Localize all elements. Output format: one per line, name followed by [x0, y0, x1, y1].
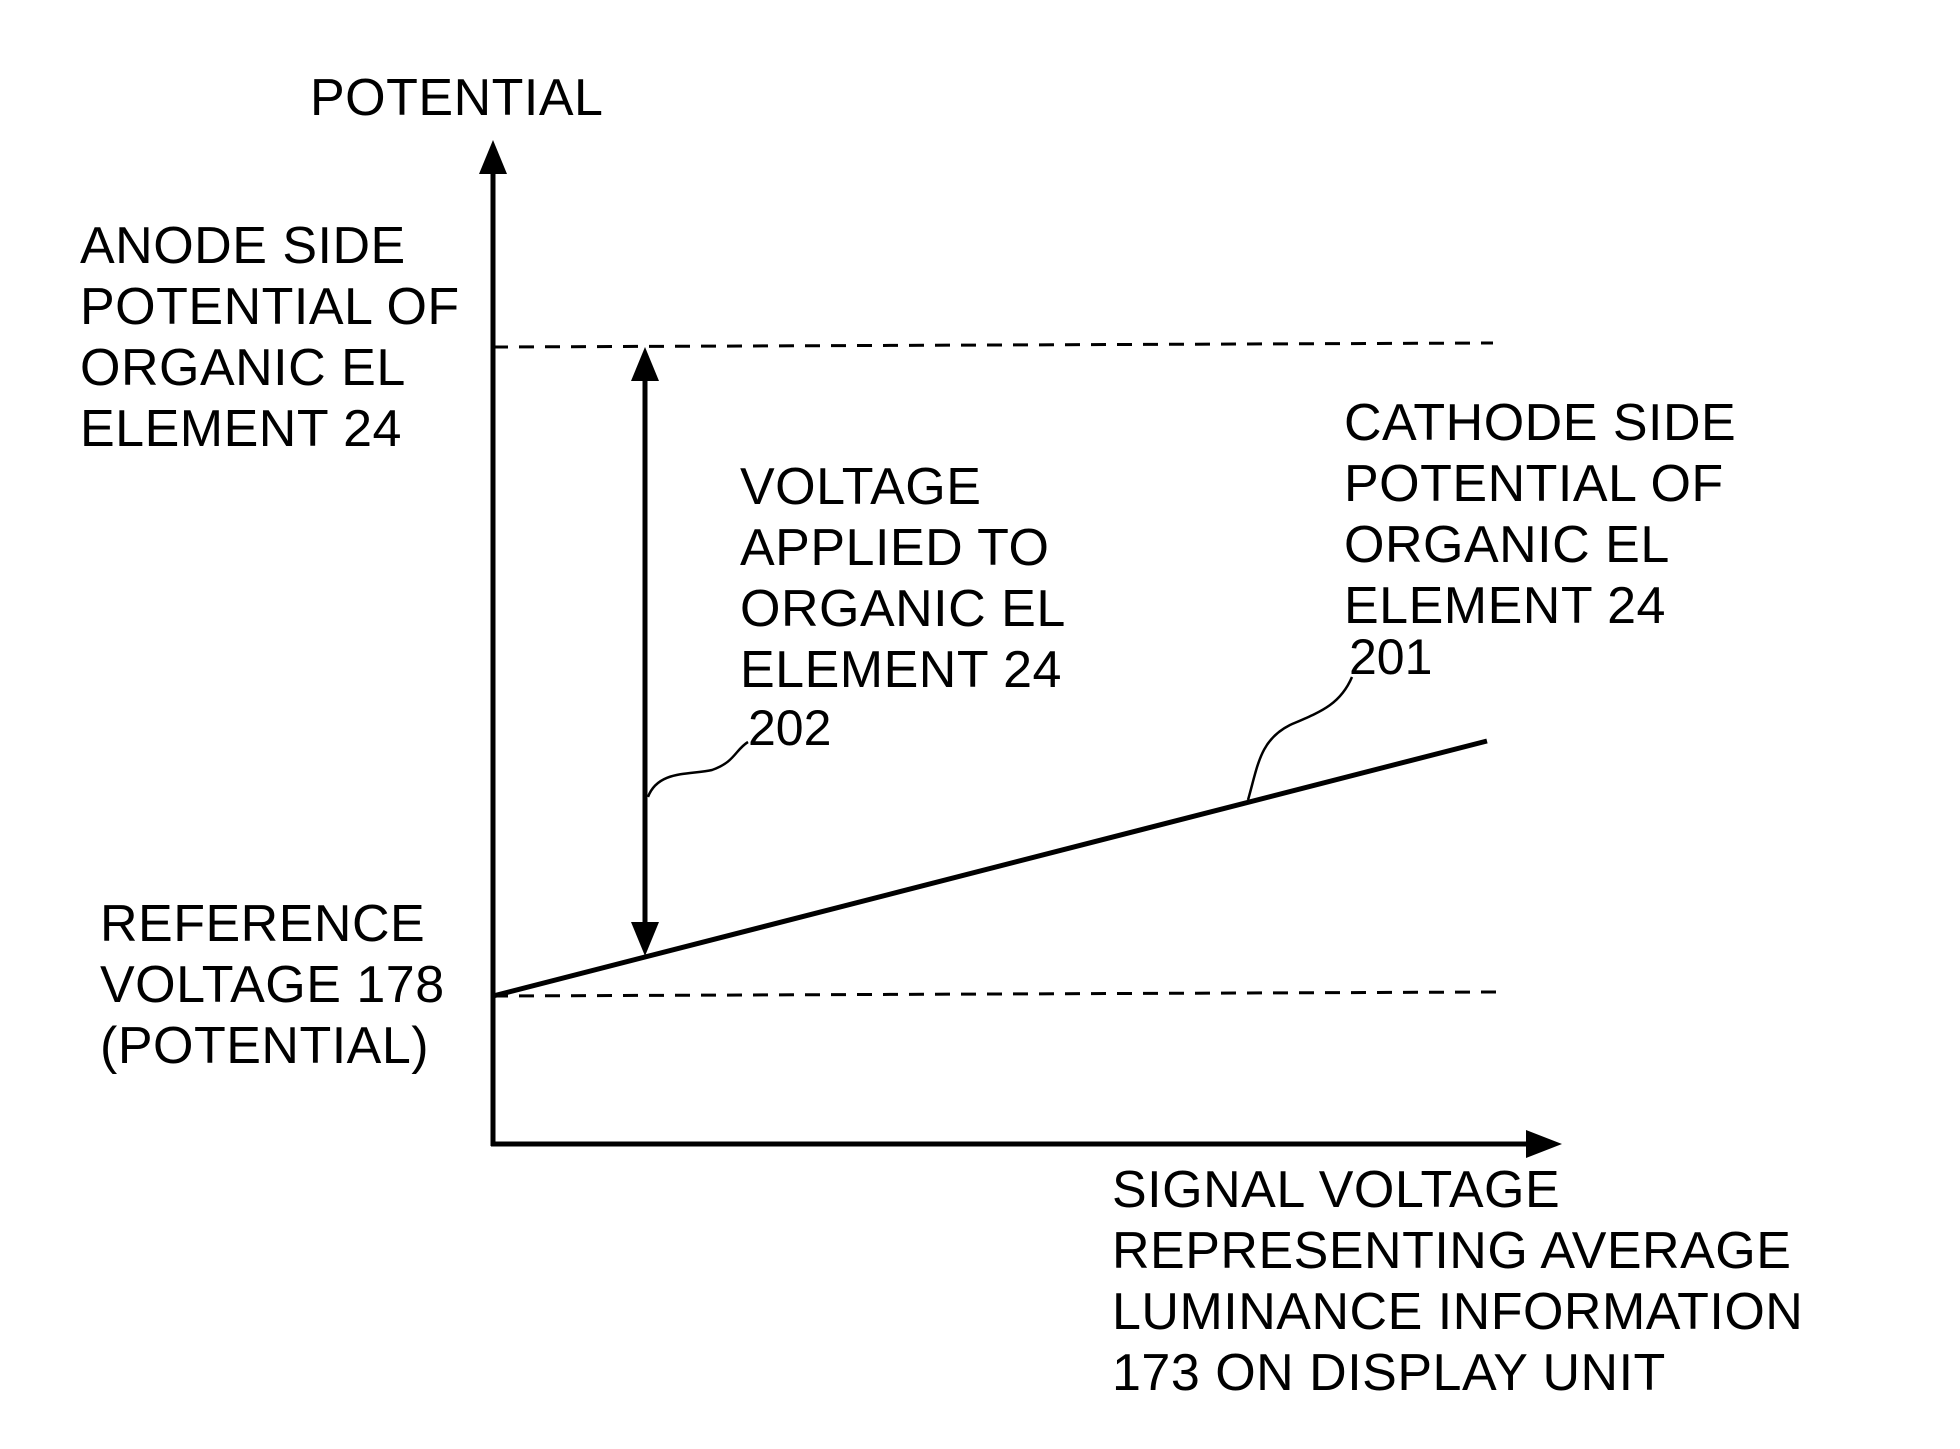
reference-label-line-1: REFERENCE — [100, 894, 445, 955]
anode-label-line-2: POTENTIAL OF — [80, 277, 460, 338]
x-axis-label-line-2: REPRESENTING AVERAGE — [1112, 1221, 1803, 1282]
reference-numeral-201: 201 — [1349, 632, 1432, 682]
applied-voltage-arrow-bottom-head — [631, 922, 659, 956]
leader-line-202 — [648, 742, 748, 797]
cathode-label-line-3: ORGANIC EL — [1344, 515, 1736, 576]
cathode-potential-line — [493, 741, 1487, 996]
applied-voltage-arrow-top-head — [631, 347, 659, 381]
y-axis-label: POTENTIAL — [310, 68, 603, 129]
applied-label-line-3: ORGANIC EL — [740, 579, 1066, 640]
anode-potential-label: ANODE SIDE POTENTIAL OF ORGANIC EL ELEME… — [80, 216, 460, 460]
x-axis-label-line-1: SIGNAL VOLTAGE — [1112, 1160, 1803, 1221]
applied-voltage-label: VOLTAGE APPLIED TO ORGANIC EL ELEMENT 24 — [740, 457, 1066, 701]
applied-label-line-4: ELEMENT 24 — [740, 640, 1066, 701]
y-axis-arrowhead — [479, 140, 507, 174]
applied-label-line-2: APPLIED TO — [740, 518, 1066, 579]
cathode-label-line-2: POTENTIAL OF — [1344, 454, 1736, 515]
reference-voltage-label: REFERENCE VOLTAGE 178 (POTENTIAL) — [100, 894, 445, 1077]
x-axis-arrowhead — [1526, 1130, 1562, 1158]
reference-potential-dashed-line — [493, 992, 1496, 996]
cathode-potential-label: CATHODE SIDE POTENTIAL OF ORGANIC EL ELE… — [1344, 393, 1736, 637]
x-axis-label: SIGNAL VOLTAGE REPRESENTING AVERAGE LUMI… — [1112, 1160, 1803, 1404]
applied-label-line-1: VOLTAGE — [740, 457, 1066, 518]
cathode-label-line-4: ELEMENT 24 — [1344, 576, 1736, 637]
y-axis-label-text: POTENTIAL — [310, 68, 603, 129]
cathode-label-line-1: CATHODE SIDE — [1344, 393, 1736, 454]
reference-label-line-3: (POTENTIAL) — [100, 1016, 445, 1077]
anode-label-line-1: ANODE SIDE — [80, 216, 460, 277]
x-axis-label-line-3: LUMINANCE INFORMATION — [1112, 1282, 1803, 1343]
reference-numeral-202: 202 — [748, 703, 831, 753]
anode-potential-dashed-line — [493, 343, 1493, 347]
x-axis-label-line-4: 173 ON DISPLAY UNIT — [1112, 1343, 1803, 1404]
anode-label-line-3: ORGANIC EL — [80, 338, 460, 399]
reference-label-line-2: VOLTAGE 178 — [100, 955, 445, 1016]
anode-label-line-4: ELEMENT 24 — [80, 399, 460, 460]
